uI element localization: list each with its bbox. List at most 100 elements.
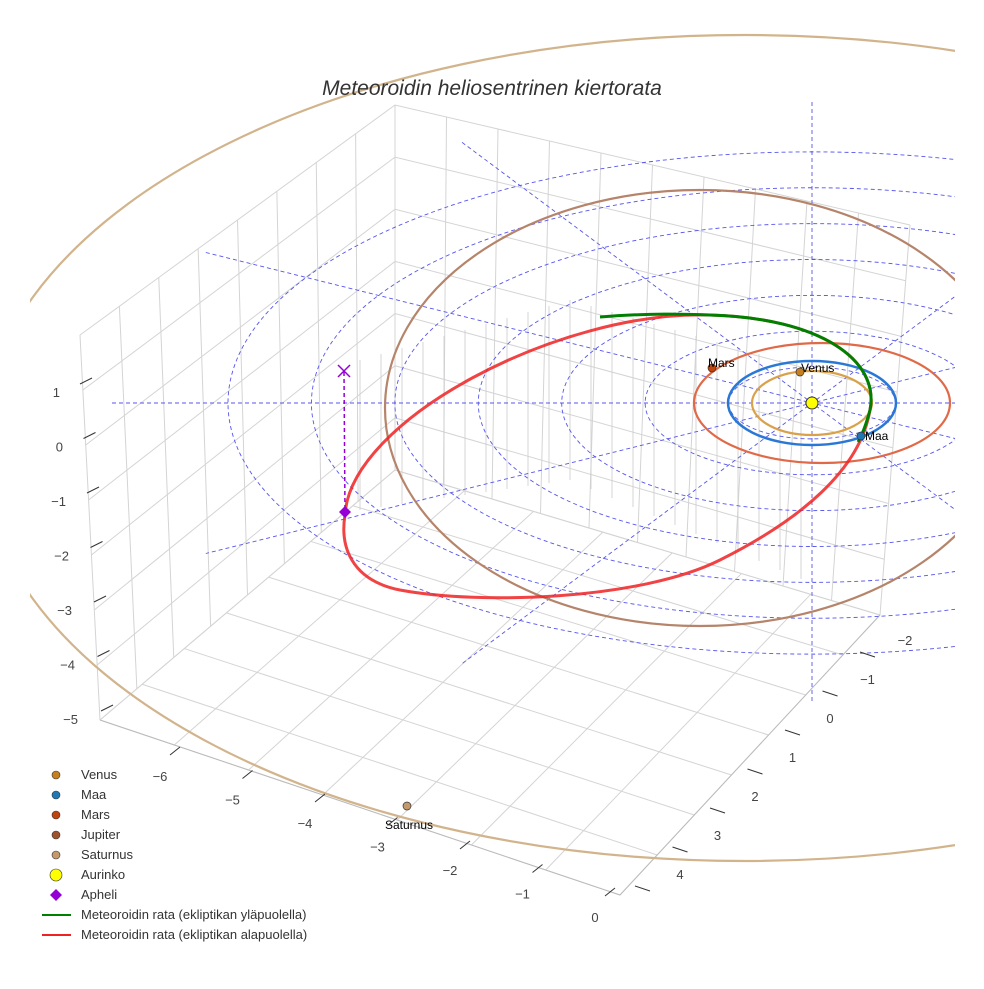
grid-line [197,248,212,627]
chart-title: Meteoroidin heliosentrinen kiertorata [322,77,662,100]
grid-line [545,593,812,871]
z-tick-label: −1 [51,494,66,509]
x-tick-label: 0 [591,910,598,925]
grid-line [268,576,769,736]
legend-marker-icon [51,830,61,840]
orbit-mars [692,341,952,465]
orbit-maa [726,359,898,447]
grid-line [248,511,534,771]
y-tick [709,807,726,814]
label-venus: Venus [801,361,834,375]
grid-line [352,505,844,656]
label-maa: Maa [865,429,889,443]
y-tick [747,768,763,775]
grid-line [88,260,898,501]
planet-saturnus [402,801,412,811]
x-tick-label: −6 [153,769,168,784]
legend-item-label[interactable]: Meteoroidin rata (ekliptikan yläpuolella… [81,907,306,922]
grid-line [782,200,808,587]
grid-line [355,133,359,502]
x-tick [242,770,253,779]
planet-venus [795,367,805,377]
legend-item-label[interactable]: Mars [81,807,110,822]
z-tick [100,704,114,712]
grid-line [118,306,138,689]
label-saturnus: Saturnus [385,818,433,832]
x-tick-label: −4 [298,816,313,831]
grid-line [471,573,742,846]
legend-marker-icon [51,790,61,800]
legend-item-label[interactable]: Meteoroidin rata (ekliptikan alapuolella… [81,927,307,942]
grid-circle [644,330,955,476]
y-tick-label: 0 [826,711,833,726]
x-tick-label: −5 [225,793,240,808]
z-tick [79,377,93,385]
planet-mars [707,363,717,373]
grid-line [491,128,499,500]
grid-line [96,417,885,666]
legend-marker-icon [51,810,61,820]
axis-line [99,614,881,896]
y-tick [672,846,688,853]
z-tick [93,595,107,603]
z-tick-label: 0 [56,440,63,455]
grid-line [158,277,175,658]
x-tick [387,817,398,826]
z-tick [97,650,110,657]
grid-line [184,648,695,816]
legend-item-label[interactable]: Saturnus [81,847,134,862]
grid-line [226,612,732,776]
x-tick [169,746,181,756]
x-tick-label: −2 [443,863,458,878]
y-tick-label: 4 [676,867,683,882]
orbit-saturnus [30,34,955,862]
y-tick-label: −2 [898,633,913,648]
y-tick-label: −1 [860,672,875,687]
z-tick [86,486,100,494]
z-tick-label: −5 [63,712,78,727]
z-tick-label: −2 [54,549,69,564]
legend-marker-icon [51,850,61,860]
grid-line [315,162,322,533]
axis-box-grid [79,104,911,896]
z-tick-label: −4 [60,658,75,673]
y-tick-label: 3 [714,828,721,843]
x-tick-label: −1 [515,887,530,902]
legend-item-label[interactable]: Maa [81,787,107,802]
grid-line [685,176,705,558]
grid-line [237,219,248,596]
grid-line [141,683,658,856]
grid-line [879,224,911,616]
legend-item-label[interactable]: Apheli [81,887,117,902]
legend-item-label[interactable]: Jupiter [81,827,121,842]
aphelion-projection [343,371,346,513]
y-tick [859,651,876,658]
meteoroid-orbit-below [342,313,873,600]
z-tick-label: −3 [57,603,72,618]
grid-line [85,208,902,446]
aphelion-projection-marker [337,364,351,378]
grid-line [82,156,906,391]
legend-diamond-icon [50,889,62,901]
grid-line [540,140,550,514]
legend-item-label[interactable]: Aurinko [81,867,125,882]
planet-maa [856,431,866,441]
legend-marker-icon [51,770,61,780]
planet-orbits [30,34,955,862]
grid-line [79,104,911,336]
x-tick [459,840,471,850]
x-tick [604,887,616,897]
grid-line [99,469,396,721]
grid-line [310,540,806,696]
grid-line [396,552,673,821]
legend-marker-icon [49,868,63,882]
y-tick [822,690,838,697]
grid-line [322,531,604,796]
legend-item-label[interactable]: Venus [81,767,118,782]
z-tick [90,541,103,548]
aphelion-point [339,506,351,518]
legend[interactable]: VenusMaaMarsJupiterSaturnusAurinkoApheli… [42,767,307,942]
x-tick-label: −3 [370,840,385,855]
